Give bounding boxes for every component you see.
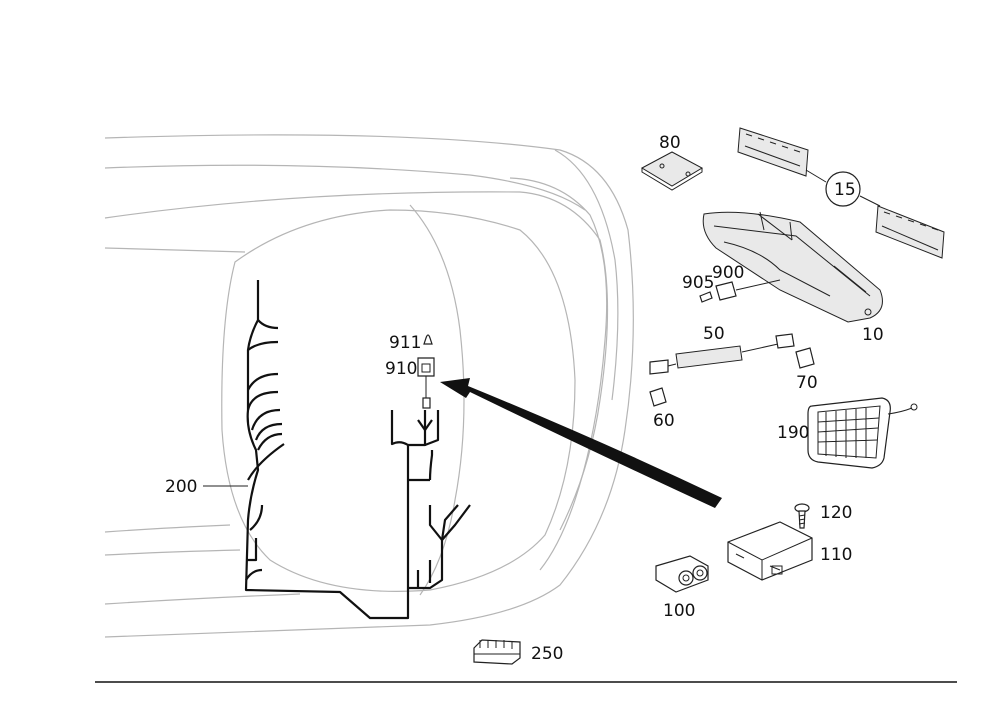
callout-15: 15 <box>834 180 856 200</box>
callout-905: 905 <box>682 273 714 293</box>
part-910-connector-housing <box>417 357 435 409</box>
part-900-connector <box>715 279 781 301</box>
part-100-antenna-connector <box>655 555 709 593</box>
part-250-connector-block <box>473 639 521 665</box>
vehicle-body-outline <box>104 134 634 638</box>
callout-910: 910 <box>385 359 417 379</box>
part-110-control-unit <box>727 521 813 581</box>
part-80-control-module <box>640 151 704 191</box>
callout-100: 100 <box>663 601 695 621</box>
part-50-gas-strut <box>649 333 795 375</box>
part-905-pin <box>699 291 713 303</box>
part-120-screw <box>794 503 810 529</box>
part-15-bulb-holder-strips <box>737 127 945 259</box>
callout-70: 70 <box>796 373 818 393</box>
location-arrow <box>440 378 722 508</box>
callout-200: 200 <box>165 477 197 497</box>
part-190-lamp <box>807 397 918 469</box>
callout-10: 10 <box>862 325 884 345</box>
callout-50: 50 <box>703 324 725 344</box>
callout-900: 900 <box>712 263 744 283</box>
wiring-harness-200 <box>244 280 471 620</box>
callout-911: 911 <box>389 333 421 353</box>
part-10-lamp-housing <box>702 211 883 323</box>
callout-110: 110 <box>820 545 852 565</box>
callout-60: 60 <box>653 411 675 431</box>
callout-250: 250 <box>531 644 563 664</box>
part-70-clip <box>795 347 815 369</box>
part-911-connector-pin <box>423 334 433 345</box>
callout-80: 80 <box>659 133 681 153</box>
callout-120: 120 <box>820 503 852 523</box>
callout-190: 190 <box>777 423 809 443</box>
part-60-clip <box>649 387 667 407</box>
